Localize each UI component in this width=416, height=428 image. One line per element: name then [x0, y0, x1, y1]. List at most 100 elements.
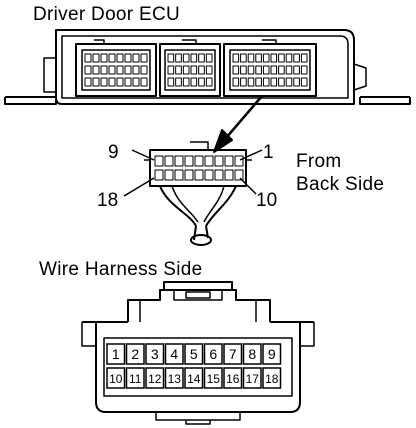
harness-pin-number: 18: [265, 372, 279, 386]
small-pin-cell: [214, 155, 224, 167]
ecu-pin-cell: [198, 77, 205, 87]
ecu-pin-cell: [255, 65, 262, 75]
harness-pin-cell: [164, 343, 184, 365]
small-pin-cell: [154, 155, 164, 167]
ecu-pin-cell: [100, 65, 108, 75]
ecu-pin-cell: [262, 65, 270, 75]
harness-pin-cell: [106, 343, 126, 365]
ecu-pin-cell: [108, 53, 116, 63]
ecu-pin-cell: [278, 65, 285, 75]
ecu-pin-cell: [270, 77, 278, 87]
ecu-pin-cell: [108, 77, 116, 87]
ecu-pin-cell: [255, 77, 262, 87]
ecu-pin-cell: [255, 53, 262, 63]
ecu-pin-cell: [232, 53, 240, 63]
view-direction-label: From Back Side: [296, 150, 384, 196]
ecu-pin-cell: [205, 53, 213, 63]
small-pin-cell: [154, 169, 164, 181]
small-pin-cell: [234, 155, 244, 167]
harness-pin-cell: [125, 343, 145, 365]
ecu-pin-cell: [140, 53, 148, 63]
small-connector: [123, 141, 263, 246]
harness-pin-cell: [184, 367, 204, 389]
small-pin-cell: [234, 169, 244, 181]
ecu-pin-cell: [198, 53, 205, 63]
ecu-pin-cell: [293, 77, 300, 87]
ecu-pin-cell: [108, 65, 116, 75]
harness-pin-cell: [223, 367, 243, 389]
small-pin-cell: [194, 169, 204, 181]
ecu-title: Driver Door ECU: [33, 4, 181, 25]
small-pin-cell: [204, 169, 214, 181]
ecu-pin-cell: [278, 77, 285, 87]
ecu-pin-cell: [262, 53, 270, 63]
ecu-pin-cell: [124, 53, 132, 63]
harness-pin-number: 8: [248, 346, 256, 362]
harness-pin-number: 11: [129, 372, 142, 386]
ecu-pin-cell: [190, 65, 198, 75]
ecu-pin-cell: [140, 65, 148, 75]
small-pin-cell: [194, 155, 204, 167]
small-pin-cell: [214, 169, 224, 181]
harness-pin-number: 10: [109, 372, 123, 386]
ecu-pin-cell: [198, 65, 205, 75]
harness-connector: [81, 281, 315, 425]
ecu-pin-cell: [262, 77, 270, 87]
ecu-pin-cell: [232, 77, 240, 87]
pin-label-bottom-right: 10: [256, 190, 277, 211]
ecu-pin-cell: [124, 65, 132, 75]
ecu-pin-cell: [247, 77, 255, 87]
ecu-pin-cell: [116, 65, 124, 75]
ecu-pin-cell: [140, 77, 148, 87]
ecu-pin-cell: [116, 77, 124, 87]
ecu-pin-cell: [100, 77, 108, 87]
ecu-pin-cell: [293, 53, 300, 63]
ecu-pin-cell: [270, 65, 278, 75]
ecu-pin-cell: [247, 53, 255, 63]
harness-pin-cell: [242, 367, 262, 389]
ecu-pin-cell: [285, 65, 293, 75]
harness-pin-number: 15: [207, 372, 221, 386]
ecu-pin-cell: [84, 65, 92, 75]
ecu-pin-cell: [190, 53, 198, 63]
harness-pin-number: 4: [170, 346, 178, 362]
ecu-pin-cell: [175, 77, 182, 87]
ecu-pin-cell: [175, 65, 182, 75]
harness-pin-number: 9: [268, 346, 276, 362]
ecu-pin-cell: [124, 77, 132, 87]
ecu-pin-cell: [84, 53, 92, 63]
ecu-pin-cell: [285, 53, 293, 63]
ecu-pin-cell: [182, 53, 190, 63]
small-pin-cell: [164, 155, 174, 167]
harness-pin-number: 13: [168, 372, 182, 386]
ecu-pin-cell: [116, 53, 124, 63]
ecu-pin-cell: [293, 65, 300, 75]
ecu-pin-cell: [285, 77, 293, 87]
harness-pin-cell: [125, 367, 145, 389]
ecu-pin-cell: [182, 77, 190, 87]
ecu-pin-cell: [232, 65, 240, 75]
ecu-pin-cell: [300, 65, 308, 75]
pin-label-top-left: 9: [108, 142, 119, 163]
ecu-pin-cell: [100, 53, 108, 63]
harness-pin-number: 1: [112, 346, 120, 362]
harness-pin-number: 3: [151, 346, 159, 362]
small-pin-cell: [224, 169, 234, 181]
ecu-pin-cell: [132, 77, 140, 87]
harness-pin-number: 12: [148, 372, 162, 386]
small-pin-cell: [174, 169, 184, 181]
harness-pin-cell: [203, 367, 223, 389]
ecu-pin-cell: [132, 53, 140, 63]
small-pin-cell: [224, 155, 234, 167]
ecu-pin-cell: [205, 77, 213, 87]
ecu-pin-cell: [92, 77, 100, 87]
ecu-pin-cell: [190, 77, 198, 87]
harness-pin-number: 17: [246, 372, 260, 386]
harness-pin-number: 2: [131, 346, 139, 362]
pin-label-bottom-left: 18: [97, 190, 118, 211]
ecu-pin-cell: [240, 77, 247, 87]
ecu-pin-cell: [92, 53, 100, 63]
harness-pin-cell: [262, 343, 282, 365]
